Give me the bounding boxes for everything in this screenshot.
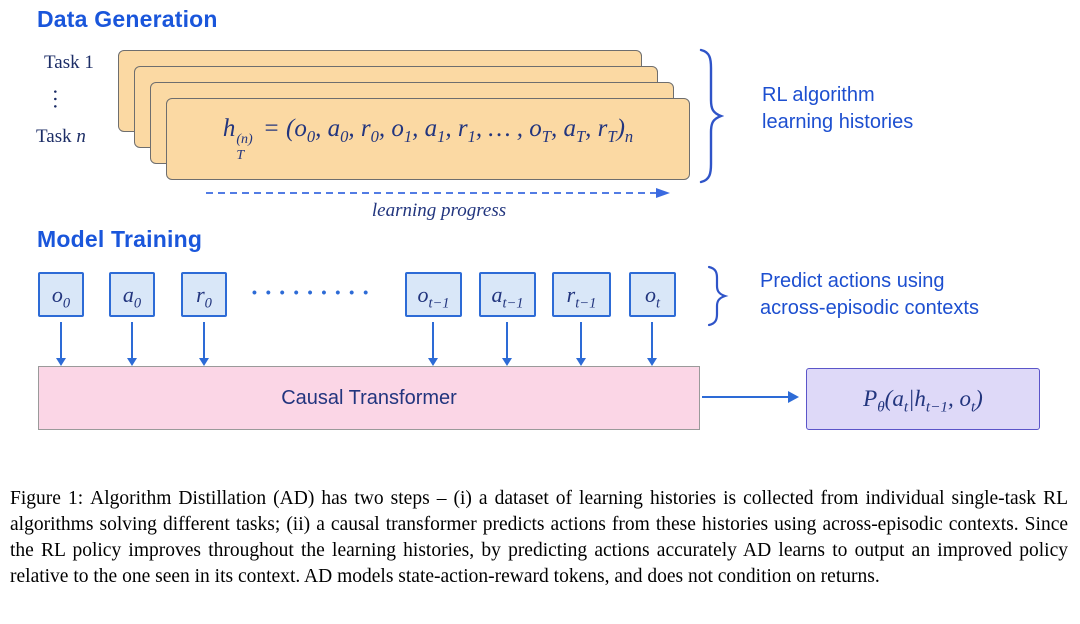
token-box-a0: a0 [109,272,155,317]
ellipsis-dots: ••••••••• [252,284,378,300]
token-box-r-t-1: rt−1 [552,272,611,317]
rl-histories-label: RL algorithm learning histories [762,82,913,136]
token-label: rt−1 [566,281,597,311]
rl-histories-label-line2: learning histories [762,111,914,133]
down-arrow-icon [647,322,657,366]
data-generation-heading: Data Generation [37,6,218,32]
task-n-label: Task n [36,126,86,148]
task-n-var: n [76,126,86,147]
causal-transformer-box: Causal Transformer [38,366,700,430]
model-training-heading: Model Training [37,226,203,252]
figure-caption-label: Figure 1: [10,488,84,509]
brace-icon [706,264,730,328]
history-formula: h(n)T = (o0, a0, r0, o1, a1, r1, … , oT,… [222,114,634,163]
down-arrow-icon [576,322,586,366]
token-label: at−1 [491,281,524,311]
brace-icon [698,46,724,186]
token-box-o0: o0 [38,272,84,317]
rl-histories-label-line1: RL algorithm [762,84,875,106]
token-label: r0 [196,281,212,311]
output-formula: Pθ(at|ht−1, ot) [863,386,983,416]
token-label: ot [644,281,661,311]
task-n-prefix: Task [36,126,77,147]
figure-caption: Figure 1:Algorithm Distillation (AD) has… [10,486,1068,590]
figure-caption-text: Algorithm Distillation (AD) has two step… [10,488,1068,587]
task-1-label: Task 1 [44,52,94,73]
down-arrow-icon [127,322,137,366]
down-arrow-icon [199,322,209,366]
token-label: ot−1 [417,281,450,311]
predict-actions-label-line1: Predict actions using [760,270,945,292]
predict-actions-label: Predict actions using across-episodic co… [760,268,979,322]
history-card-front: h(n)T = (o0, a0, r0, o1, a1, r1, … , oT,… [166,98,690,180]
output-distribution-box: Pθ(at|ht−1, ot) [806,368,1040,430]
token-label: o0 [51,281,71,311]
token-label: a0 [122,281,142,311]
vertical-dots: … [49,88,74,110]
right-arrow-head-icon [788,391,799,403]
predict-actions-label-line2: across-episodic contexts [760,297,979,319]
token-box-o-t-1: ot−1 [405,272,462,317]
learning-progress-label: learning progress [371,200,507,221]
down-arrow-icon [502,322,512,366]
down-arrow-icon [428,322,438,366]
right-arrow-icon [702,396,790,398]
token-box-a-t-1: at−1 [479,272,536,317]
token-box-o-t: ot [629,272,676,317]
causal-transformer-label: Causal Transformer [281,386,457,409]
dashed-arrow-icon [204,186,674,200]
token-box-r0: r0 [181,272,227,317]
down-arrow-icon [56,322,66,366]
